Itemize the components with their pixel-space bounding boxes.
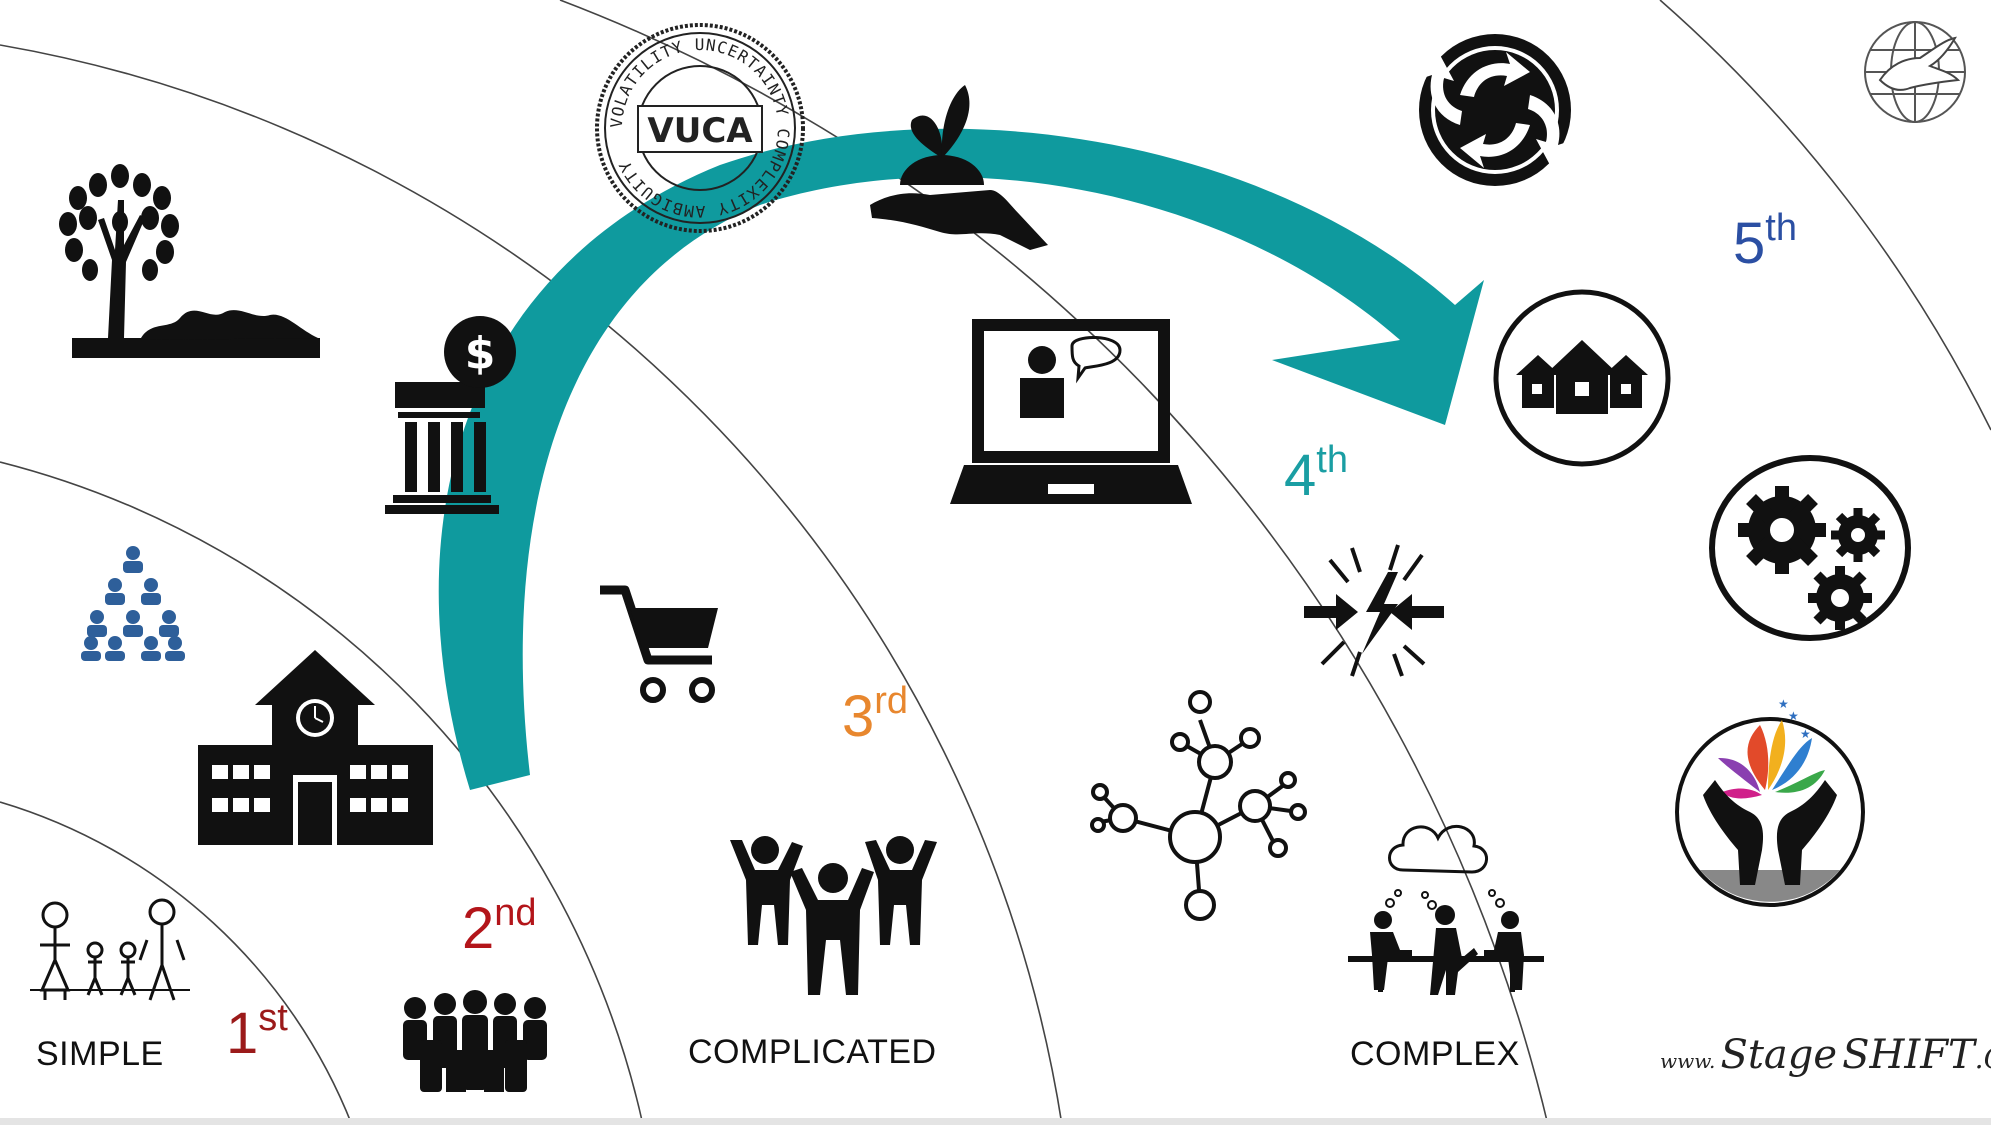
ordinal-1st-suffix: st [258, 997, 288, 1039]
network-nodes-icon [1090, 690, 1307, 921]
ordinal-2nd-number: 2 [462, 896, 495, 961]
ordinal-5th: 5th [1733, 209, 1797, 273]
brand-prefix: www. [1660, 1049, 1716, 1073]
laptop-video-call-icon [950, 319, 1192, 504]
vuca-center-text: VUCA [647, 111, 753, 151]
zone-boundary-2 [0, 461, 644, 1125]
crowd-icon [403, 990, 547, 1092]
ordinal-5th-number: 5 [1733, 211, 1766, 276]
zone-label-complicated: COMPLICATED [688, 1033, 937, 1071]
brand-shift: SHIFT [1842, 1032, 1975, 1078]
svg-text:$: $ [465, 328, 496, 379]
ordinal-3rd-number: 3 [842, 684, 875, 749]
ordinal-4th: 4th [1284, 441, 1348, 505]
org-chart-icon [81, 546, 185, 661]
zone-boundary-5 [1659, 0, 1991, 431]
ordinal-4th-suffix: th [1316, 439, 1348, 481]
ordinal-3rd-suffix: rd [874, 680, 909, 722]
hands-lotus-icon: ★★★ [1675, 697, 1865, 907]
zone-label-complex: COMPLEX [1350, 1035, 1520, 1073]
recycle-arrows-icon [1419, 34, 1571, 186]
ordinal-4th-number: 4 [1284, 443, 1317, 508]
family-icon [30, 898, 190, 1001]
bank-icon: $ [385, 316, 516, 514]
shopping-cart-icon [600, 585, 718, 703]
zone-boundary-3 [0, 44, 1063, 1125]
gears-icon [1709, 455, 1911, 641]
ordinal-2nd: 2nd [462, 894, 537, 958]
team-thinking-icon [1348, 825, 1544, 995]
school-building-icon [198, 650, 433, 845]
ordinal-5th-suffix: th [1765, 207, 1797, 249]
ordinal-2nd-suffix: nd [494, 892, 537, 934]
ordinal-1st-number: 1 [226, 1001, 259, 1066]
svg-text:★: ★ [1778, 697, 1789, 711]
brand-logo: www. Stage SHIFT.Coach [1660, 1032, 1991, 1078]
tree-icon [59, 164, 320, 358]
ordinal-1st: 1st [226, 999, 288, 1063]
conflict-icon [1304, 544, 1444, 677]
svg-text:★: ★ [1800, 727, 1811, 741]
svg-text:★: ★ [1788, 709, 1799, 723]
ordinal-3rd: 3rd [842, 682, 908, 746]
cheering-people-icon [730, 836, 937, 995]
zone-label-simple: SIMPLE [36, 1035, 164, 1073]
brand-stage: Stage [1720, 1032, 1838, 1078]
hand-plant-icon [870, 85, 1048, 250]
brand-suffix: .Coach [1974, 1042, 1991, 1075]
zone-boundary-1 [0, 801, 353, 1125]
houses-icon [1493, 289, 1671, 467]
vuca-stamp-icon: VOLATILITY UNCERTAINTY COMPLEXITY AMBIGU… [595, 23, 805, 233]
zone-boundary-4 [559, 0, 1549, 1125]
globe-dove-icon [1864, 21, 1966, 123]
